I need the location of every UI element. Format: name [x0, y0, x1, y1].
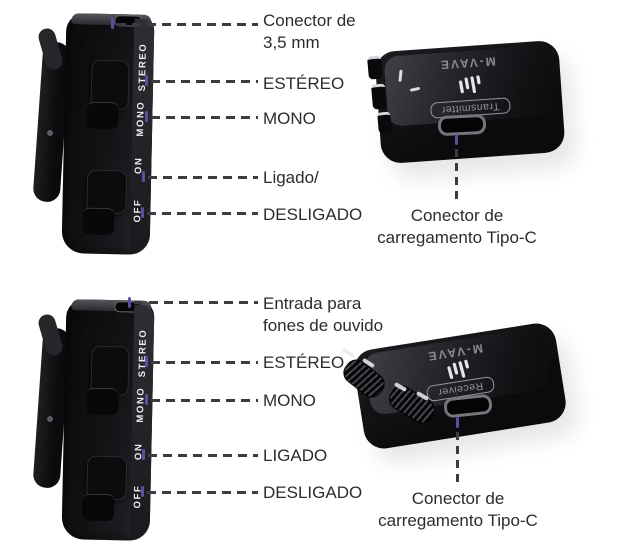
mic-body: STEREO MONO ON OFF	[61, 13, 155, 255]
pointer-tick	[455, 134, 458, 145]
callout-headphone-line1: Entrada para	[263, 294, 362, 313]
pointer-tick	[142, 171, 145, 182]
leader-line	[151, 116, 258, 119]
pointer-tick	[456, 417, 459, 428]
leader-line	[117, 23, 258, 26]
transmitter-face-print: Transmitter M-VAVE	[384, 45, 554, 126]
leader-line	[148, 454, 258, 457]
leader-line	[134, 301, 258, 304]
pointer-tick	[128, 297, 131, 308]
leader-line	[147, 491, 258, 494]
callout-usb-line2: carregamento Tipo-C	[377, 228, 537, 247]
stereo-mono-switch-knob	[86, 101, 119, 130]
brand-text: M-VAVE	[425, 341, 484, 364]
leader-line	[147, 212, 258, 215]
lavalier-mic-top: STEREO MONO ON OFF	[32, 12, 163, 262]
callout-jack-line1: Conector de	[263, 11, 356, 30]
mic-body: STEREO MONO ON OFF	[61, 299, 155, 541]
transmitter-side-port	[377, 111, 392, 134]
pointer-tick	[145, 111, 148, 122]
edge-label-stereo: STEREO	[136, 328, 149, 378]
transmitter-top-face: Transmitter M-VAVE	[383, 45, 555, 127]
power-switch-knob	[81, 493, 115, 522]
callout-power-on: LIGADO	[263, 446, 328, 465]
callout-usb-line1: Conector de	[411, 489, 505, 508]
receiver-top-face: Receiver M-VAVE	[362, 326, 553, 417]
stereo-mono-switch-knob	[86, 387, 119, 416]
callout-headphone: Entrada para fones de ouvido	[263, 293, 383, 337]
usb-c-port	[437, 113, 487, 137]
pointer-tick	[141, 207, 144, 218]
callout-jack: Conector de 3,5 mm	[263, 10, 356, 54]
mic-clip-pivot	[47, 130, 53, 136]
callout-usb-receiver: Conector de carregamento Tipo-C	[352, 488, 564, 532]
callout-stereo: ESTÉREO	[263, 353, 345, 372]
receiver-face-print: Receiver M-VAVE	[363, 326, 552, 416]
pointer-tick	[145, 356, 148, 367]
callout-headphone-line2: fones de ouvido	[263, 316, 384, 335]
callout-mono: MONO	[263, 391, 316, 410]
transmitter-side-port	[370, 83, 388, 110]
lavalier-mic-bottom: STEREO MONO ON OFF	[32, 298, 163, 545]
mic-clip-pivot	[47, 416, 53, 422]
transmitter-side-port	[367, 55, 383, 80]
leader-line-vertical	[456, 432, 459, 486]
mvave-logo-icon	[458, 75, 481, 94]
callout-jack-line2: 3,5 mm	[263, 33, 320, 52]
leader-line-vertical	[455, 149, 458, 204]
pointer-tick	[145, 75, 148, 86]
receiver-device: Receiver M-VAVE	[351, 320, 569, 452]
leader-line	[148, 176, 258, 179]
callout-power-off: DESLIGADO	[263, 483, 363, 502]
mvave-logo-icon	[447, 359, 469, 379]
pointer-tick	[141, 486, 144, 497]
pointer-tick	[111, 18, 114, 29]
callout-power-on: Ligado/	[263, 168, 319, 187]
power-switch-knob	[81, 207, 115, 236]
callout-stereo: ESTÉREO	[263, 74, 345, 93]
callout-mono: MONO	[263, 109, 316, 128]
callout-usb-line2: carregamento Tipo-C	[378, 511, 538, 530]
callout-usb-line1: Conector de	[410, 206, 504, 225]
callout-power-off: DESLIGADO	[263, 205, 363, 224]
brand-text: M-VAVE	[438, 54, 497, 73]
leader-line	[151, 80, 258, 83]
pointer-tick	[145, 394, 148, 405]
transmitter-device: Transmitter M-VAVE	[374, 39, 566, 165]
callout-usb-transmitter: Conector de carregamento Tipo-C	[351, 205, 563, 249]
leader-line	[151, 361, 258, 364]
pointer-tick	[142, 449, 145, 460]
leader-line	[151, 399, 258, 402]
